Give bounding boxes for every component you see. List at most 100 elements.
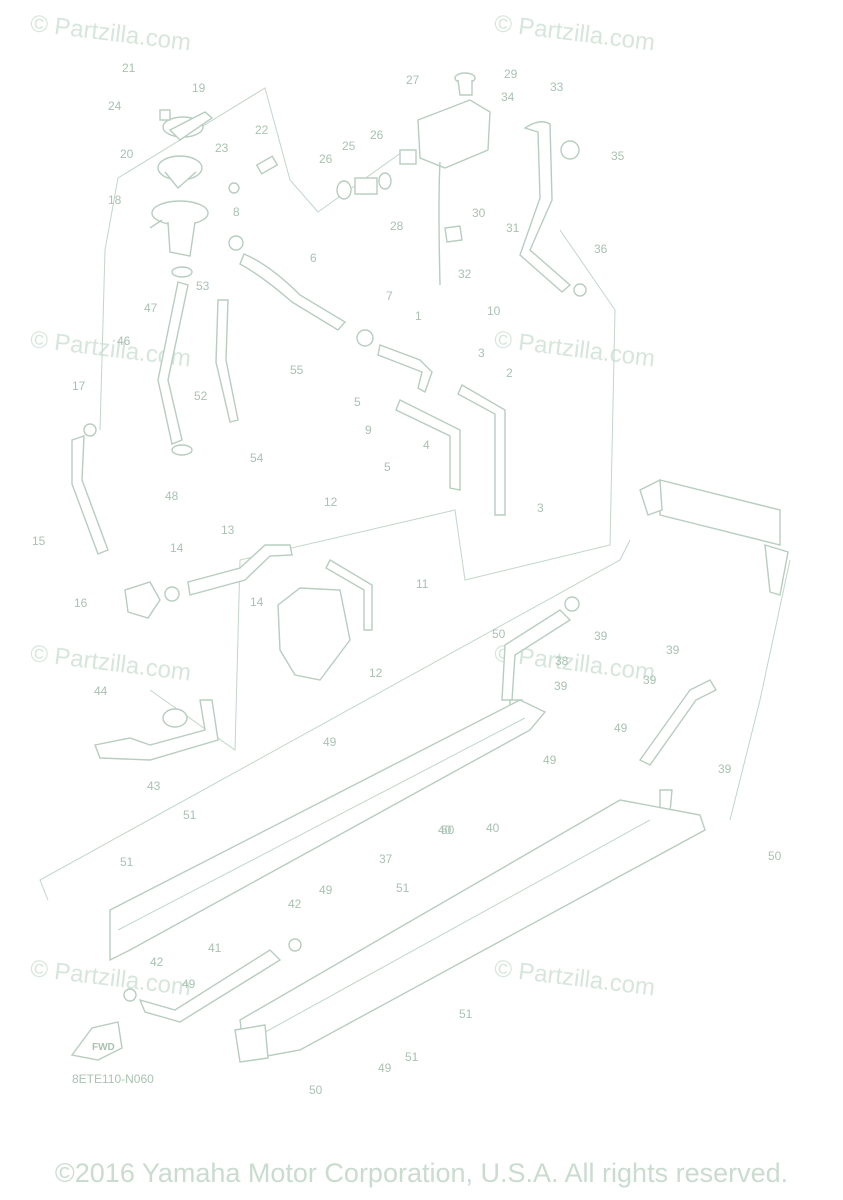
callout-50: 50 bbox=[309, 1083, 323, 1097]
callout-49: 49 bbox=[182, 977, 196, 991]
callout-46: 46 bbox=[117, 334, 131, 348]
callout-36: 36 bbox=[594, 242, 608, 256]
part-16 bbox=[124, 581, 161, 619]
callout-31: 31 bbox=[506, 221, 520, 235]
callout-54: 54 bbox=[250, 451, 264, 465]
callout-39: 39 bbox=[666, 643, 680, 657]
callout-15: 15 bbox=[32, 534, 46, 548]
clamp-17 bbox=[83, 423, 97, 437]
clamp-7 bbox=[356, 329, 374, 347]
hose-1 bbox=[377, 344, 433, 394]
heat-exchanger-end bbox=[639, 478, 663, 516]
callout-13: 13 bbox=[221, 523, 235, 537]
callout-8: 8 bbox=[233, 205, 240, 219]
callout-47: 47 bbox=[144, 301, 158, 315]
water-pump bbox=[277, 587, 351, 681]
callout-26: 26 bbox=[370, 128, 384, 142]
callout-21: 21 bbox=[122, 61, 136, 75]
assembly-outline bbox=[149, 229, 616, 751]
callout-55: 55 bbox=[290, 363, 304, 377]
callout-48: 48 bbox=[165, 489, 179, 503]
callout-29: 29 bbox=[504, 67, 518, 81]
callout-22: 22 bbox=[255, 123, 269, 137]
callout-7: 7 bbox=[386, 289, 393, 303]
hose-46 bbox=[157, 281, 189, 445]
callout-39: 39 bbox=[643, 673, 657, 687]
callout-12: 12 bbox=[369, 666, 383, 680]
callout-34: 34 bbox=[501, 90, 515, 104]
callout-49: 49 bbox=[319, 883, 333, 897]
callout-38: 38 bbox=[555, 654, 569, 668]
hose-13 bbox=[187, 544, 293, 596]
callout-37: 37 bbox=[379, 852, 393, 866]
thermostat-housing bbox=[149, 109, 279, 257]
callout-11: 11 bbox=[416, 577, 429, 591]
callout-18: 18 bbox=[108, 193, 122, 207]
callout-39: 39 bbox=[718, 762, 732, 776]
callout-2: 2 bbox=[506, 366, 513, 380]
callout-52: 52 bbox=[194, 389, 208, 403]
rail-edge bbox=[117, 717, 526, 931]
callout-14: 14 bbox=[250, 595, 264, 609]
callout-43: 43 bbox=[147, 779, 161, 793]
callout-40: 40 bbox=[438, 823, 452, 837]
callout-12: 12 bbox=[324, 495, 338, 509]
callout-51: 51 bbox=[183, 808, 197, 822]
assembly-outline bbox=[39, 539, 631, 901]
callout-5: 5 bbox=[384, 460, 391, 474]
clamp-42 bbox=[288, 938, 302, 952]
callout-5: 5 bbox=[354, 395, 361, 409]
callout-33: 33 bbox=[550, 80, 564, 94]
callout-23: 23 bbox=[215, 141, 229, 155]
clamp-14 bbox=[164, 586, 180, 602]
clamp-48 bbox=[171, 444, 193, 456]
hose-52 bbox=[215, 299, 239, 423]
callout-35: 35 bbox=[611, 149, 625, 163]
coolant-reservoir-tank bbox=[399, 72, 491, 286]
callout-30: 30 bbox=[472, 206, 486, 220]
hose-41 bbox=[138, 949, 282, 1023]
fwd-arrow-icon: FWD bbox=[70, 1021, 123, 1061]
hose-39 bbox=[638, 679, 717, 766]
cooler-rail-37 bbox=[109, 699, 547, 962]
callout-9: 9 bbox=[365, 423, 372, 437]
callout-10: 10 bbox=[487, 304, 501, 318]
callout-49: 49 bbox=[543, 753, 557, 767]
cap-35 bbox=[560, 140, 580, 160]
hose-33 bbox=[519, 121, 572, 293]
callout-51: 51 bbox=[120, 855, 134, 869]
callout-51: 51 bbox=[459, 1007, 473, 1021]
hose-11 bbox=[325, 559, 373, 631]
callout-50: 50 bbox=[441, 823, 455, 837]
heat-exchanger bbox=[659, 479, 781, 546]
hose-end bbox=[764, 544, 789, 596]
hose-2 bbox=[457, 384, 506, 516]
callout-14: 14 bbox=[170, 541, 184, 555]
callout-39: 39 bbox=[594, 629, 608, 643]
fwd-label: FWD bbox=[92, 1042, 115, 1053]
fitting bbox=[162, 708, 188, 728]
clamp-42 bbox=[123, 988, 137, 1002]
diagram-code: 8ETE110-N060 bbox=[72, 1072, 154, 1086]
callout-17: 17 bbox=[72, 379, 86, 393]
callout-16: 16 bbox=[74, 596, 88, 610]
callout-3: 3 bbox=[478, 346, 485, 360]
callout-50: 50 bbox=[492, 627, 506, 641]
callout-27: 27 bbox=[406, 73, 420, 87]
copyright-notice: ©2016 Yamaha Motor Corporation, U.S.A. A… bbox=[54, 1158, 789, 1188]
hose-43 bbox=[94, 699, 219, 761]
callout-4: 4 bbox=[423, 438, 430, 452]
callout-49: 49 bbox=[614, 721, 628, 735]
callout-26: 26 bbox=[319, 152, 333, 166]
hose-6 bbox=[239, 253, 347, 331]
hose-38 bbox=[501, 609, 572, 701]
callout-42: 42 bbox=[150, 955, 164, 969]
callout-51: 51 bbox=[405, 1050, 419, 1064]
callout-24: 24 bbox=[108, 99, 122, 113]
callout-51: 51 bbox=[396, 881, 410, 895]
hose-15 bbox=[71, 435, 109, 555]
callout-25: 25 bbox=[342, 139, 356, 153]
